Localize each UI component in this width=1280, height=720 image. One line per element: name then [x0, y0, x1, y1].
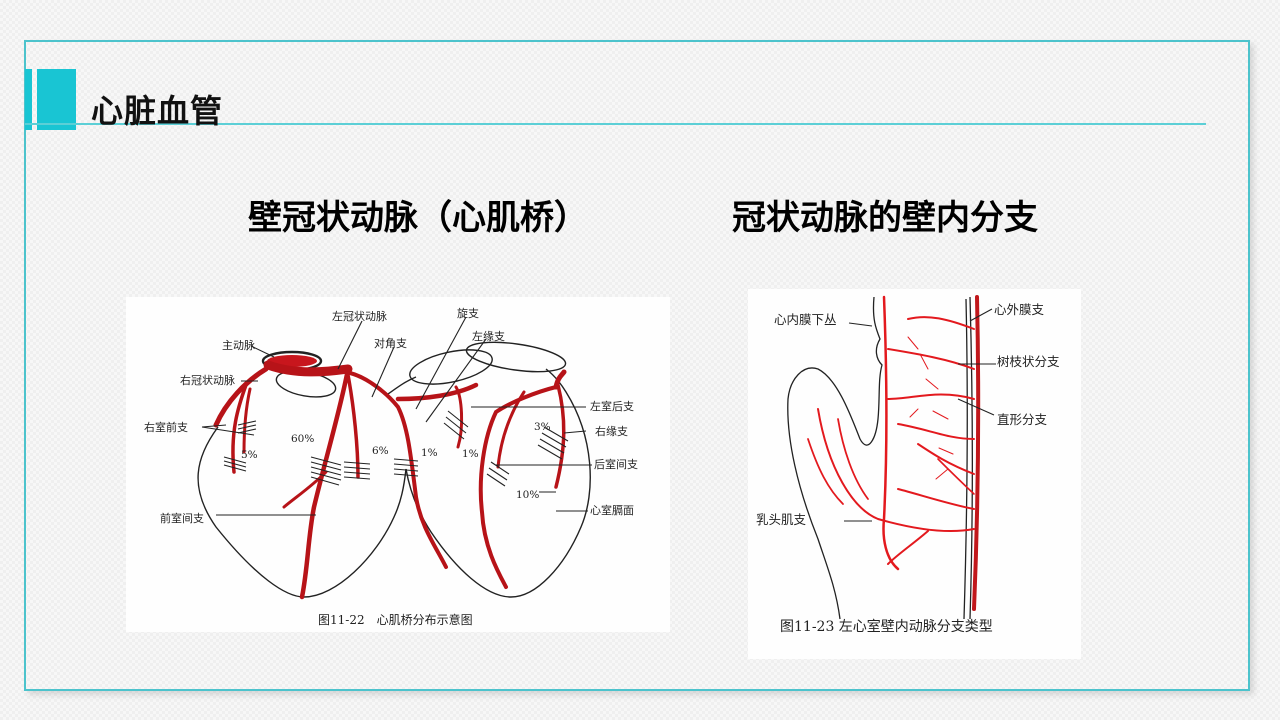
pct-diagonal: 6% [372, 445, 389, 457]
pct-left-marginal: 1% [421, 447, 438, 459]
label-left-marginal-branch: 左缘支 [472, 330, 505, 343]
right-figure-caption: 图11-23 左心室壁内动脉分支类型 [780, 619, 993, 635]
intramural-branches-figure: 心内膜下丛 心外膜支 树枝状分支 直形分支 乳头肌支 图11-23 左心室壁内动… [748, 289, 1081, 659]
label-lv-posterior-branch: 左室后支 [590, 400, 634, 413]
label-arborescent-branch: 树枝状分支 [997, 354, 1060, 369]
right-heading: 冠状动脉的壁内分支 [732, 198, 1038, 238]
left-figure-caption: 图11-22 心肌桥分布示意图 [318, 613, 473, 627]
myocardial-bridge-figure: 主动脉 左冠状动脉 对角支 旋支 左缘支 右冠状动脉 右室前支 前室间支 左室后… [126, 297, 670, 632]
label-right-marginal-branch: 右缘支 [595, 425, 628, 438]
ventricular-wall-illustration [787, 295, 996, 620]
label-posterior-interventricular-branch: 后室间支 [594, 458, 638, 471]
pct-posterior-interventricular: 10% [516, 489, 540, 501]
heart-diagram-illustration [197, 316, 592, 600]
label-papillary-muscle-branch: 乳头肌支 [756, 512, 807, 527]
label-circumflex-branch: 旋支 [457, 307, 479, 320]
title-accent-bar-thin [25, 69, 32, 130]
label-left-coronary-artery: 左冠状动脉 [332, 310, 387, 323]
label-anterior-interventricular-branch: 前室间支 [160, 512, 204, 525]
pct-rv-anterior: 5% [241, 449, 258, 461]
label-diaphragmatic-surface: 心室膈面 [590, 504, 634, 517]
label-aorta: 主动脉 [222, 339, 255, 352]
page-title: 心脏血管 [91, 92, 224, 130]
label-right-coronary-artery: 右冠状动脉 [180, 374, 235, 387]
pct-right-marginal: 3% [534, 421, 551, 433]
label-rv-anterior-branch: 右室前支 [144, 421, 188, 434]
label-subendocardial-plexus: 心内膜下丛 [774, 312, 837, 327]
pct-lad: 60% [291, 433, 315, 445]
label-epicardial-branch: 心外膜支 [994, 302, 1045, 317]
label-diagonal-branch: 对角支 [374, 337, 407, 350]
label-straight-branch: 直形分支 [997, 412, 1048, 427]
title-accent-bar-thick [37, 69, 76, 130]
pct-lv-posterior: 1% [462, 448, 479, 460]
title-underline [25, 123, 1206, 125]
left-heading: 壁冠状动脉（心肌桥） [248, 198, 588, 238]
slide-frame [24, 40, 1250, 691]
